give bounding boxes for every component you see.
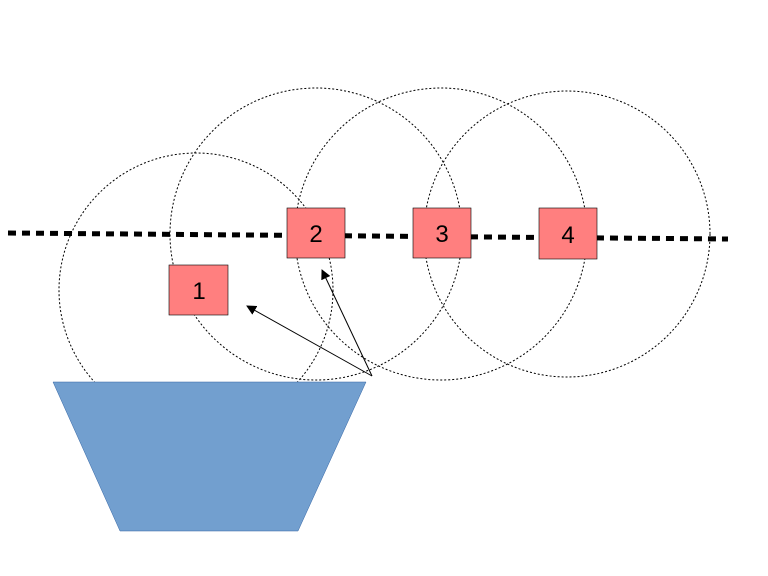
arrows	[246, 269, 373, 377]
dotted-path-line	[7, 230, 729, 242]
node-1: 1	[168, 264, 229, 316]
node-2-box	[286, 207, 346, 259]
trapezoid-container	[52, 381, 367, 532]
arrow-to-node-2	[321, 269, 373, 377]
node-2: 2	[286, 207, 346, 259]
node-4-box	[538, 207, 598, 260]
node-1-box	[168, 264, 229, 316]
node-3-label: 3	[435, 221, 448, 248]
range-circle-1	[58, 152, 334, 428]
node-1-label: 1	[192, 278, 205, 305]
node-3: 3	[412, 207, 472, 259]
node-3-box	[412, 207, 472, 259]
node-4-label: 4	[561, 222, 574, 249]
node-2-label: 2	[309, 221, 322, 248]
arrow-to-node-1	[246, 305, 373, 377]
range-circles	[58, 87, 711, 428]
node-4: 4	[538, 207, 598, 260]
